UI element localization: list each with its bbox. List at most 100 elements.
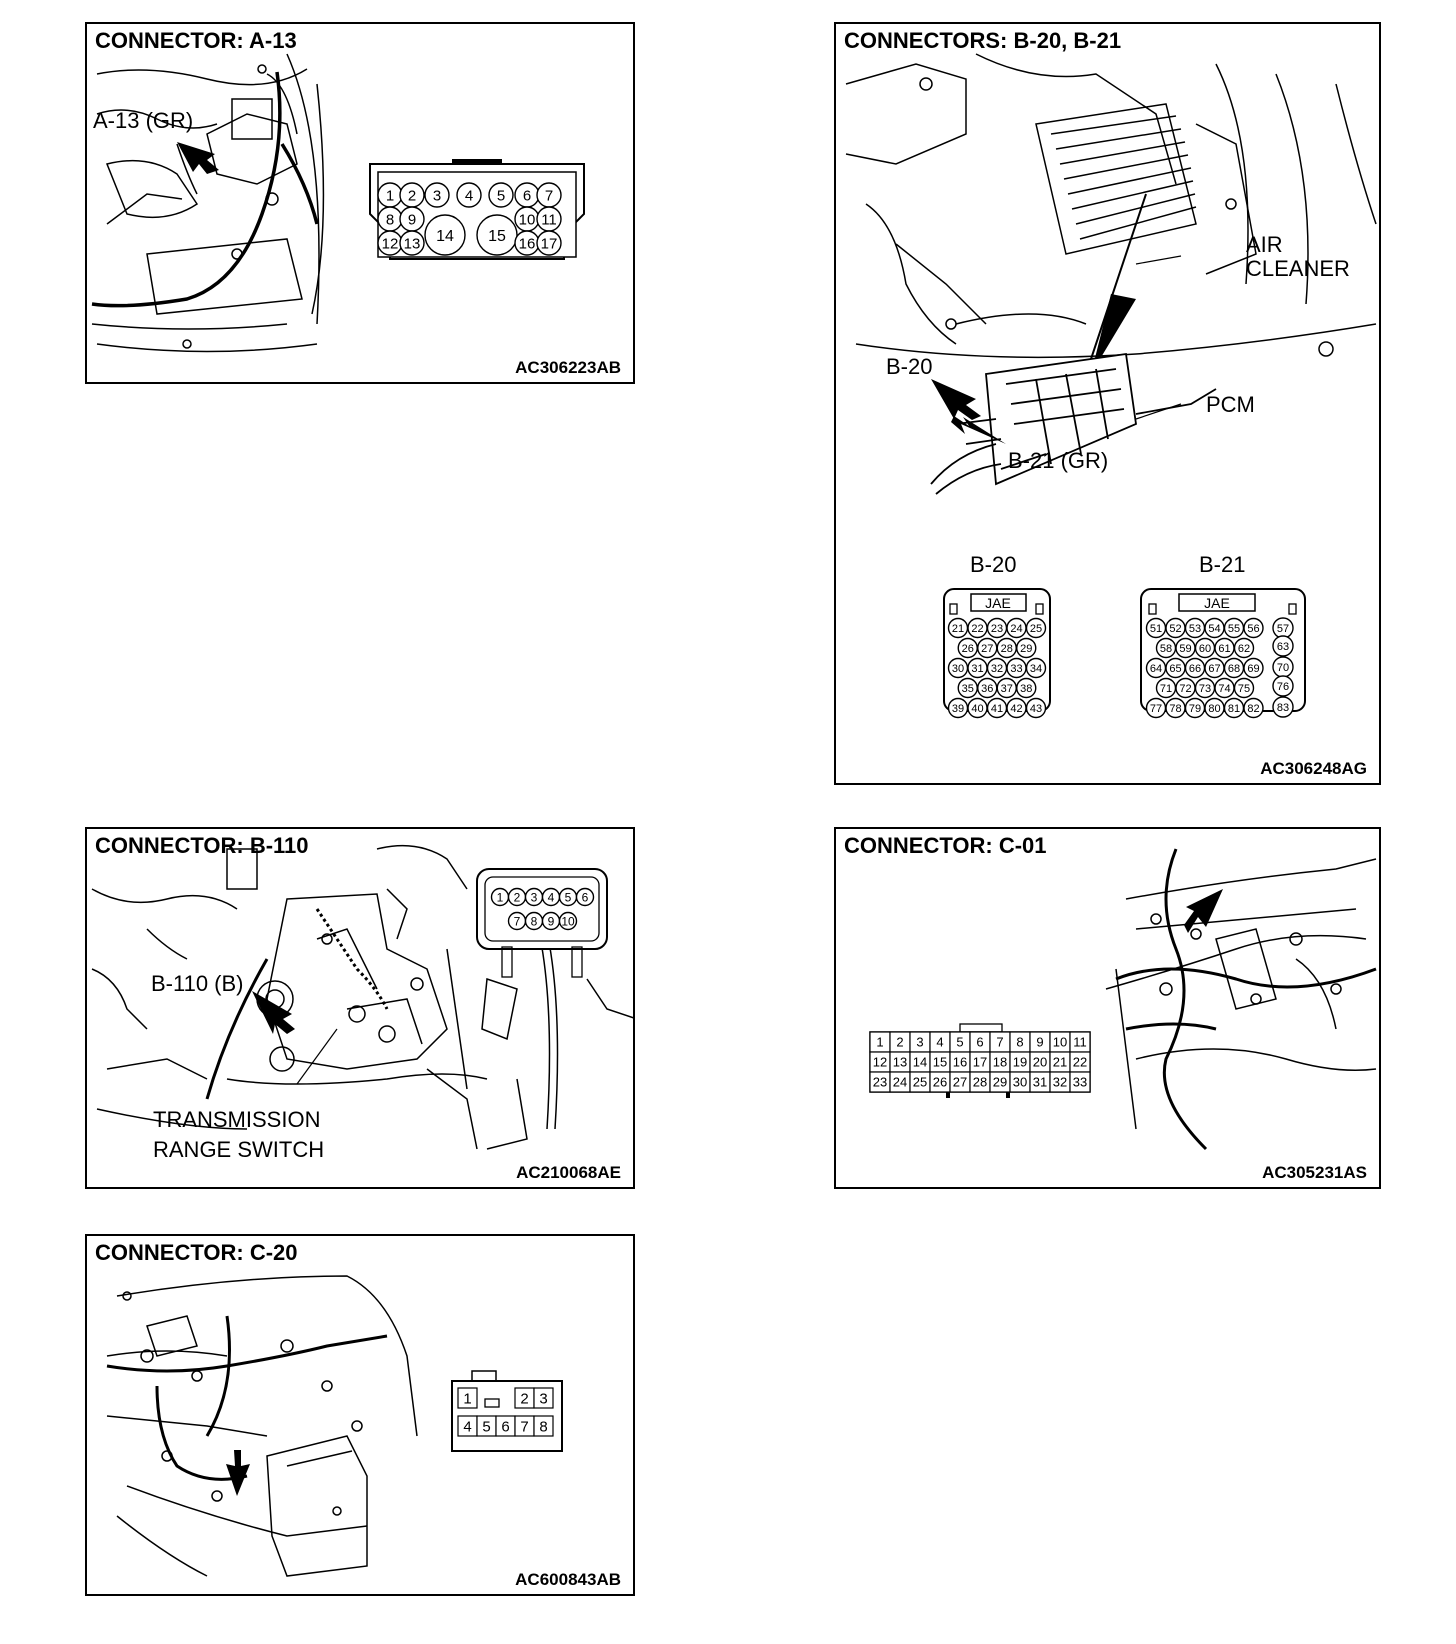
pin-label-35: 35 — [962, 683, 974, 695]
pin-label-31: 31 — [971, 663, 983, 675]
pin-label-79: 79 — [1189, 703, 1201, 715]
b20-connector-label: B-20 — [970, 552, 1017, 577]
pin-63 — [1272, 635, 1294, 657]
pin-62 — [1233, 637, 1255, 659]
pin-label-67: 67 — [1208, 663, 1220, 675]
pin-label-6: 6 — [501, 1418, 509, 1435]
pin-label-68: 68 — [1228, 663, 1240, 675]
pin-label-65: 65 — [1169, 663, 1181, 675]
pin-label-21: 21 — [952, 623, 964, 635]
figure-code: AC600843AB — [515, 1570, 621, 1589]
pin-label-6: 6 — [523, 187, 531, 204]
pin-label-63: 63 — [1277, 641, 1289, 653]
pin-label-26: 26 — [933, 1075, 947, 1090]
pin-label-28: 28 — [973, 1075, 987, 1090]
callout-label: A-13 (GR) — [93, 108, 194, 133]
pin-label-7: 7 — [996, 1035, 1003, 1050]
pin-14 — [424, 214, 466, 256]
pin-label-9: 9 — [408, 211, 416, 228]
pin-3 — [424, 182, 450, 208]
air-cleaner-label-line2: CLEANER — [1246, 256, 1350, 281]
pin-label-4: 4 — [463, 1418, 471, 1435]
pin-label-7: 7 — [520, 1418, 528, 1435]
pin-label-73: 73 — [1199, 683, 1211, 695]
pin-label-8: 8 — [531, 914, 538, 928]
pin-label-42: 42 — [1010, 703, 1022, 715]
pin-label-8: 8 — [539, 1418, 547, 1435]
pin-label-62: 62 — [1238, 643, 1250, 655]
pin-label-11: 11 — [541, 211, 557, 228]
pin-label-7: 7 — [545, 187, 553, 204]
pin-label-80: 80 — [1208, 703, 1220, 715]
panel-title: CONNECTORS: B-20, B-21 — [844, 28, 1122, 53]
panel-title: CONNECTOR: C-01 — [844, 833, 1047, 858]
pin-label-69: 69 — [1247, 663, 1259, 675]
b21-connector-label: B-21 — [1199, 552, 1246, 577]
pin-label-15: 15 — [488, 228, 506, 245]
transmission-range-switch-line2: RANGE SWITCH — [153, 1137, 325, 1162]
figure-code: AC305231AS — [1262, 1163, 1367, 1182]
pin-33 — [1069, 1071, 1091, 1093]
pin-label-10: 10 — [1053, 1035, 1067, 1050]
pin-label-11: 11 — [1073, 1035, 1087, 1050]
pin-label-8: 8 — [1016, 1035, 1023, 1050]
pin-82 — [1243, 697, 1264, 719]
pin-label-74: 74 — [1218, 683, 1230, 695]
pin-label-2: 2 — [408, 187, 416, 204]
pin-label-55: 55 — [1228, 623, 1240, 635]
pin-label-25: 25 — [1030, 623, 1042, 635]
pin-label-56: 56 — [1247, 623, 1259, 635]
pin-label-32: 32 — [1053, 1075, 1067, 1090]
pin-label-1: 1 — [386, 187, 394, 204]
pin-label-2: 2 — [514, 890, 521, 904]
pin-label-83: 83 — [1277, 702, 1289, 714]
pin-29 — [1016, 637, 1037, 659]
pin-17 — [536, 230, 562, 256]
pin-label-23: 23 — [991, 623, 1003, 635]
pin-label-12: 12 — [873, 1055, 887, 1070]
pin-label-37: 37 — [1001, 683, 1013, 695]
pin-label-33: 33 — [1010, 663, 1022, 675]
pin-label-22: 22 — [971, 623, 983, 635]
pin-label-3: 3 — [539, 1390, 547, 1407]
pin-label-29: 29 — [1020, 643, 1032, 655]
pin-label-70: 70 — [1277, 662, 1289, 674]
figure-code: AC210068AE — [516, 1163, 621, 1182]
pin-label-4: 4 — [548, 890, 555, 904]
pin-label-76: 76 — [1277, 681, 1289, 693]
pin-label-6: 6 — [976, 1035, 983, 1050]
pin-label-24: 24 — [893, 1075, 907, 1090]
pin-69 — [1243, 657, 1264, 679]
pin-38 — [1016, 677, 1037, 699]
pin-3 — [533, 1387, 554, 1409]
pin-label-5: 5 — [482, 1418, 490, 1435]
pin-label-25: 25 — [913, 1075, 927, 1090]
pin-label-43: 43 — [1030, 703, 1042, 715]
pin-label-16: 16 — [519, 235, 536, 252]
pin-label-33: 33 — [1073, 1075, 1087, 1090]
pin-4 — [456, 182, 482, 208]
figure-code: AC306248AG — [1260, 759, 1367, 778]
pin-76 — [1272, 675, 1294, 697]
pin-label-2: 2 — [896, 1035, 903, 1050]
pin-label-8: 8 — [386, 211, 394, 228]
pin-43 — [1025, 697, 1047, 719]
pin-label-13: 13 — [404, 235, 421, 252]
pin-label-39: 39 — [952, 703, 964, 715]
pin-6 — [575, 887, 595, 907]
pin-label-40: 40 — [971, 703, 983, 715]
pin-label-57: 57 — [1277, 623, 1289, 635]
pin-label-12: 12 — [382, 235, 399, 252]
pin-label-10: 10 — [519, 211, 536, 228]
pin-label-41: 41 — [991, 703, 1003, 715]
pin-label-77: 77 — [1150, 703, 1162, 715]
pin-label-1: 1 — [463, 1390, 471, 1407]
pin-label-20: 20 — [1033, 1055, 1047, 1070]
